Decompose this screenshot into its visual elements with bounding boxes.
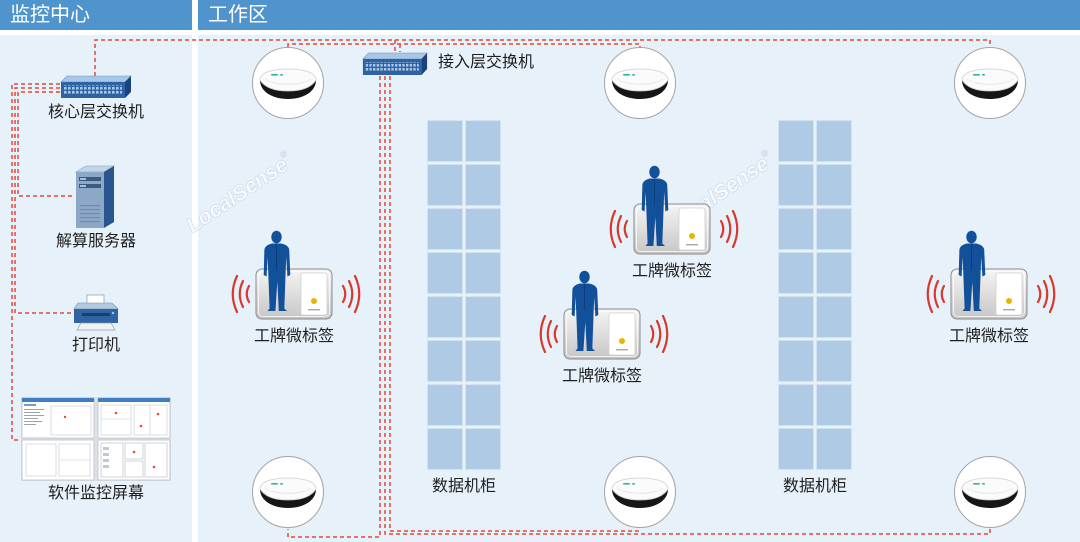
cable-core-to-server [17, 91, 75, 197]
work-area-header: 工作区 [198, 0, 1080, 30]
data-cabinet [427, 120, 501, 470]
data-cabinet [778, 120, 852, 470]
cabinet-unit [816, 296, 852, 338]
cabinet-unit [427, 296, 463, 338]
cable-core-to-printer [14, 87, 72, 314]
uwb-anchor-icon [603, 46, 677, 120]
network-switch-icon [60, 75, 132, 99]
cabinet-unit [427, 428, 463, 470]
signal-wave-icon [536, 314, 560, 354]
cabinet-unit [778, 384, 814, 426]
uwb-anchor-icon [251, 455, 325, 529]
signal-wave-icon [228, 274, 252, 314]
cabinet-unit [816, 384, 852, 426]
cable-switch-to-bottom-middle-anchor [389, 76, 641, 532]
uwb-anchor-icon [953, 455, 1027, 529]
cabinet-unit [778, 164, 814, 206]
badge-tag-group: 工牌微标签 [923, 230, 1059, 348]
cable-switch-to-bottom-left-anchor [287, 76, 381, 538]
cabinet-unit [465, 120, 501, 162]
cabinet-unit [465, 296, 501, 338]
worker-silhouette-icon [639, 165, 669, 247]
badge-tag-group: 工牌微标签 [228, 230, 364, 348]
signal-wave-icon [923, 274, 947, 314]
cabinet-unit [816, 252, 852, 294]
cabinet-unit [465, 208, 501, 250]
server-label: 解算服务器 [55, 233, 136, 250]
cabinet-unit [465, 428, 501, 470]
cabinet-unit [816, 340, 852, 382]
monitor-center-header: 监控中心 [0, 0, 192, 30]
badge-tag-label: 工牌微标签 [561, 368, 642, 385]
cable-switch-to-bottom-right-anchor [384, 76, 991, 535]
uwb-anchor-icon [251, 46, 325, 120]
uwb-anchor-icon [603, 455, 677, 529]
cabinet-unit [778, 120, 814, 162]
printer-icon [73, 294, 119, 331]
cabinet-unit [816, 120, 852, 162]
badge-tag-group: 工牌微标签 [606, 165, 742, 283]
signal-wave-icon [718, 209, 742, 249]
badge-tag-label: 工牌微标签 [253, 328, 334, 345]
cable-top-anchors [287, 43, 641, 47]
cabinet-unit [778, 340, 814, 382]
signal-wave-icon [340, 274, 364, 314]
data-cabinet-label: 数据机柜 [431, 478, 496, 495]
monitor-screens-icon [21, 397, 171, 481]
cabinet-unit [427, 164, 463, 206]
monitor-screens-label: 软件监控屏幕 [47, 485, 144, 502]
cabinet-unit [427, 340, 463, 382]
uwb-anchor-icon [953, 46, 1027, 120]
cabinet-unit [816, 208, 852, 250]
badge-tag-label: 工牌微标签 [631, 263, 712, 280]
worker-silhouette-icon [956, 230, 986, 312]
cabinet-unit [778, 208, 814, 250]
cabinet-unit [427, 120, 463, 162]
cabinet-unit [816, 428, 852, 470]
cabinet-unit [427, 208, 463, 250]
cabinet-unit [465, 164, 501, 206]
badge-tag-group: 工牌微标签 [536, 270, 672, 388]
signal-wave-icon [648, 314, 672, 354]
cabinet-unit [778, 296, 814, 338]
cabinet-unit [778, 428, 814, 470]
signal-wave-icon [1035, 274, 1059, 314]
badge-tag-label: 工牌微标签 [948, 328, 1029, 345]
worker-silhouette-icon [261, 230, 291, 312]
server-tower-icon [74, 165, 116, 228]
data-cabinet-label: 数据机柜 [782, 478, 847, 495]
cabinet-unit [465, 384, 501, 426]
network-switch-icon [362, 52, 428, 76]
cabinet-unit [778, 252, 814, 294]
worker-silhouette-icon [569, 270, 599, 352]
cabinet-unit [465, 340, 501, 382]
cabinet-unit [427, 384, 463, 426]
cable-core-to-work-area [94, 39, 991, 76]
cabinet-unit [465, 252, 501, 294]
core-switch-label: 核心层交换机 [47, 104, 144, 121]
cabinet-unit [816, 164, 852, 206]
signal-wave-icon [606, 209, 630, 249]
cabinet-unit [427, 252, 463, 294]
access-switch-label: 接入层交换机 [438, 54, 535, 71]
printer-label: 打印机 [71, 337, 120, 354]
cable-core-to-screens [11, 83, 60, 441]
